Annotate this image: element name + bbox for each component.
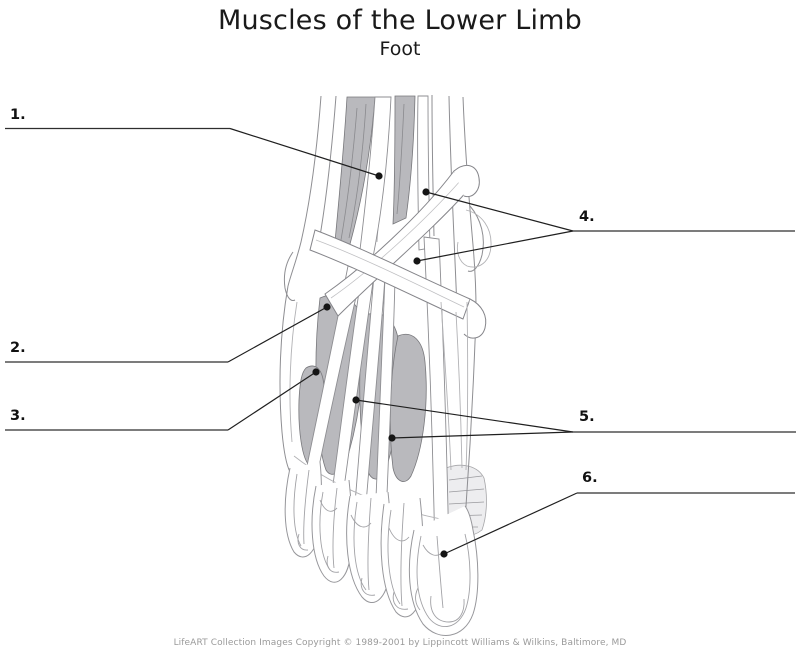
leader-4 (413, 188, 574, 265)
leader-lines (227, 127, 578, 558)
label-number-5: 5. (579, 409, 595, 425)
leader-dot-3 (312, 368, 320, 376)
leader-5 (352, 396, 574, 442)
label-number-3: 3. (10, 408, 26, 424)
page-title: Muscles of the Lower Limb (217, 5, 583, 36)
leader-dot-5a (352, 396, 360, 404)
page-subtitle: Foot (379, 37, 421, 60)
leader-dot-2 (323, 303, 331, 311)
leader-2 (227, 303, 331, 363)
leader-dot-5b (388, 434, 396, 442)
leader-1 (229, 127, 383, 180)
label-number-6: 6. (582, 470, 598, 486)
leader-3 (227, 368, 320, 431)
answer-lines (5, 127, 796, 494)
retinaculum-bands (309, 164, 492, 339)
foot-artwork (279, 94, 492, 636)
label-number-4: 4. (579, 209, 595, 225)
label-number-1: 1. (10, 107, 26, 123)
leader-dot-6 (440, 550, 448, 558)
leader-dot-4b (413, 257, 421, 265)
toes (284, 461, 479, 636)
leader-dot-1 (375, 172, 383, 180)
copyright-text: LifeART Collection Images Copyright © 19… (173, 638, 627, 648)
label-number-2: 2. (10, 340, 26, 356)
leader-6 (440, 492, 578, 558)
leader-dot-4a (422, 188, 430, 196)
page-header: Muscles of the Lower Limb Foot (0, 6, 800, 60)
